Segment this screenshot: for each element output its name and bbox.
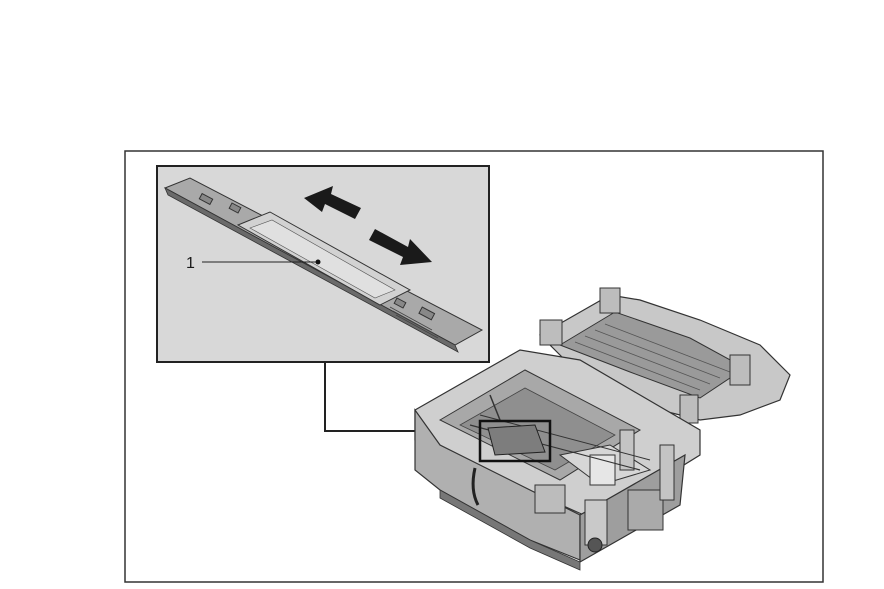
detail-highlight-box (478, 419, 552, 463)
detail-inset: 1 (156, 165, 490, 363)
double-arrow-icon (304, 186, 432, 265)
callout-dot (315, 259, 321, 265)
ribbon-guide-drawing (163, 177, 484, 353)
callout-label-1: 1 (186, 255, 195, 272)
printer-drawing (414, 287, 791, 571)
